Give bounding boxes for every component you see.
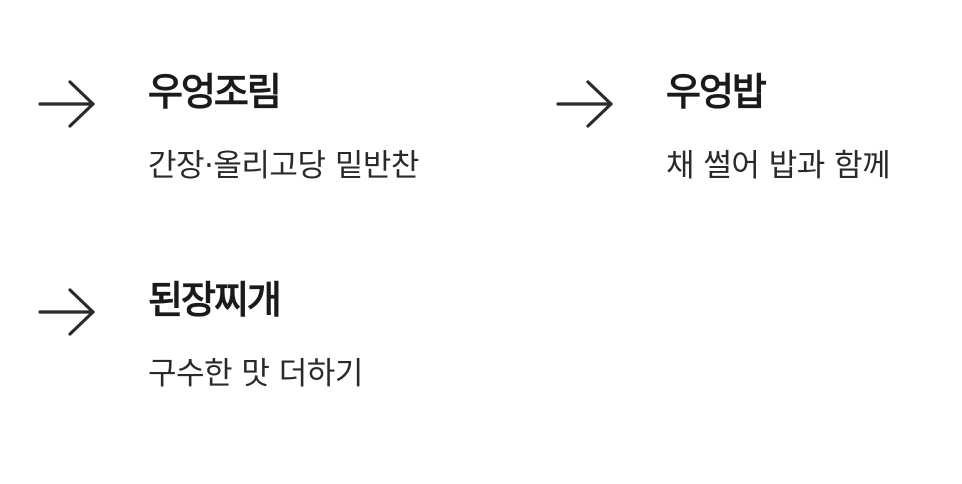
- recipe-description: 구수한 맛 더하기: [148, 356, 363, 392]
- recipe-item-burdock-rice: 우엉밥 채 썰어 밥과 함께: [556, 68, 962, 208]
- recipe-title: 된장찌개: [148, 278, 282, 322]
- arrow-right-icon: [556, 78, 620, 130]
- recipe-item-burdock-braise: 우엉조림 간장·올리고당 밑반찬: [38, 68, 458, 208]
- recipe-item-doenjang-stew: 된장찌개 구수한 맛 더하기: [38, 276, 458, 416]
- recipe-title: 우엉밥: [666, 70, 767, 114]
- recipe-description: 간장·올리고당 밑반찬: [148, 148, 419, 184]
- recipe-description: 채 썰어 밥과 함께: [666, 148, 891, 184]
- arrow-right-icon: [38, 78, 102, 130]
- arrow-right-icon: [38, 286, 102, 338]
- recipe-title: 우엉조림: [148, 70, 282, 114]
